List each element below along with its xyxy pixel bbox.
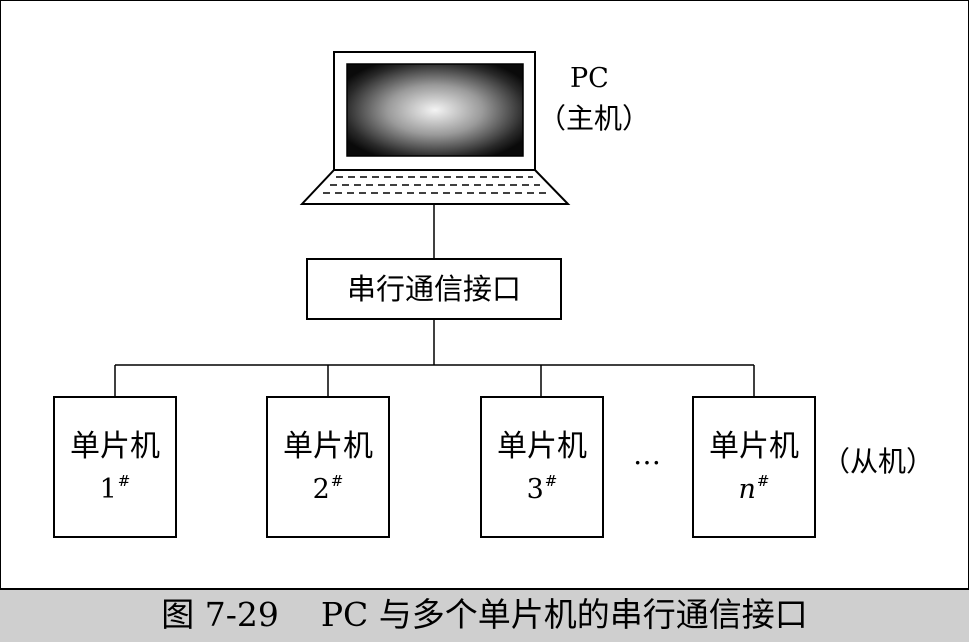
figure-caption: 图 7-29 PC 与多个单片机的串行通信接口 xyxy=(161,595,808,634)
laptop-icon xyxy=(299,51,571,205)
ellipsis: … xyxy=(633,438,662,471)
slave-box-3: 单片机 3# xyxy=(480,396,604,538)
slave-box-1: 单片机 1# xyxy=(53,396,177,538)
connection-lines xyxy=(114,204,755,396)
slave-number: 3# xyxy=(526,472,558,505)
slave-name: 单片机 xyxy=(70,429,160,464)
slave-name: 单片机 xyxy=(283,429,373,464)
slaves-label: （从机） xyxy=(822,445,935,478)
slave-name: 单片机 xyxy=(709,429,799,464)
slave-number: n# xyxy=(738,472,770,505)
slave-box-2: 单片机 2# xyxy=(266,396,390,538)
serial-interface-box: 串行通信接口 xyxy=(306,258,562,320)
figure-caption-bar: 图 7-29 PC 与多个单片机的串行通信接口 xyxy=(0,588,969,642)
slave-number: 2# xyxy=(312,472,344,505)
slave-name: 单片机 xyxy=(497,429,587,464)
pc-label: PC xyxy=(570,63,609,94)
slave-box-n: 单片机 n# xyxy=(692,396,816,538)
slave-number: 1# xyxy=(99,472,131,505)
host-label: （主机） xyxy=(538,102,651,135)
